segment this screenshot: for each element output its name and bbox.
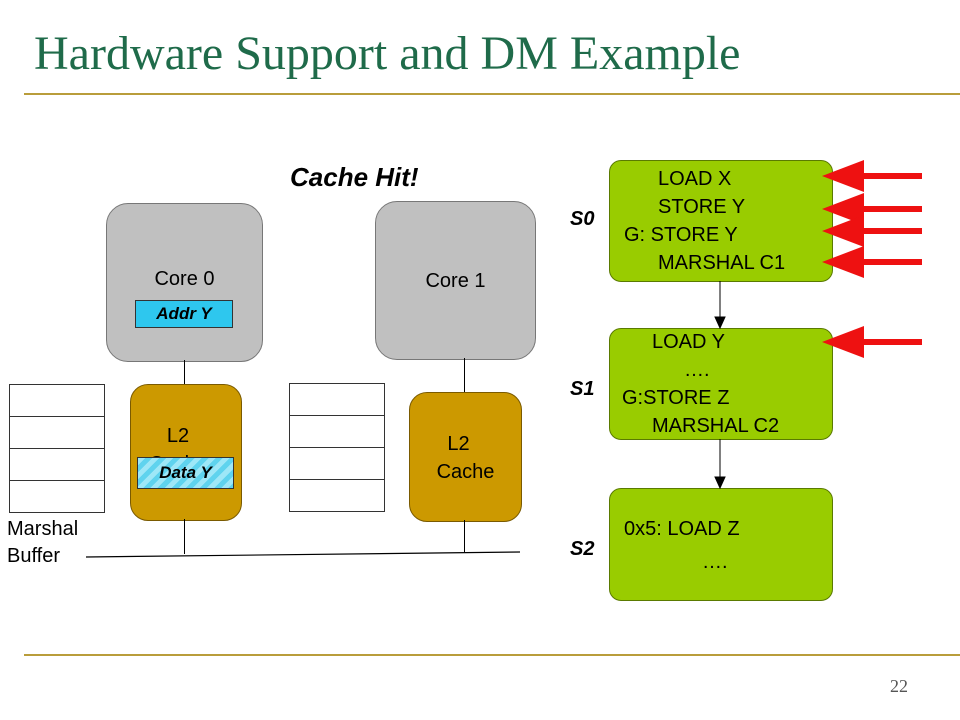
stage-s2-box: 0x5: LOAD Z …. [609, 488, 833, 601]
stage-flow-arrow [714, 439, 726, 490]
stage-s0-line: LOAD X [658, 168, 732, 190]
stage-s0-line: STORE Y [658, 196, 746, 218]
core-0-label: Core 0 [154, 268, 215, 290]
l2-cache-1: L2 Cache [409, 392, 522, 522]
marshal-buffer-1 [289, 383, 385, 512]
marshal-buffer-label-line1: Marshal [7, 518, 79, 540]
slide-title: Hardware Support and DM Example [34, 27, 741, 80]
stage-s0-line: G: STORE Y [624, 224, 738, 246]
stage-flow-arrow [714, 281, 726, 330]
red-pointer-arrow [822, 246, 922, 278]
stage-label-s2: S2 [570, 538, 595, 560]
page-number: 22 [890, 676, 908, 696]
l2-cache-1-label-line1: L2 [447, 433, 470, 455]
stage-s2-line: 0x5: LOAD Z [624, 518, 740, 540]
red-pointer-arrow [822, 326, 922, 358]
stage-s1-line: …. [684, 359, 710, 381]
marshal-buffer-1-slot [289, 479, 385, 512]
data-y-tag: Data Y [137, 457, 234, 489]
footer-divider [24, 654, 960, 656]
stage-s0-box: LOAD X STORE Y G: STORE Y MARSHAL C1 [609, 160, 833, 282]
stage-s1-box: LOAD Y …. G:STORE Z MARSHAL C2 [609, 328, 833, 440]
marshal-buffer-1-slot [289, 383, 385, 416]
core-1: Core 1 [375, 201, 536, 360]
l2-cache-0-label-line1: L2 [166, 425, 190, 447]
stage-s1-line: MARSHAL C2 [652, 415, 780, 437]
addr-y-tag: Addr Y [135, 300, 233, 328]
title-divider [24, 93, 960, 95]
l2-cache-1-bus-connector [464, 520, 465, 552]
l2-cache-0-bus-connector [184, 519, 185, 554]
stage-s0-line: MARSHAL C1 [658, 252, 786, 274]
l2-cache-1-label-line2: Cache [436, 461, 495, 483]
core-1-connector [464, 358, 465, 393]
core-0: Core 0 [106, 203, 263, 362]
stage-label-s1: S1 [570, 378, 595, 400]
marshal-buffer-0-slot [9, 448, 105, 481]
marshal-buffer-1-slot [289, 415, 385, 448]
marshal-buffer-label-line2: Buffer [7, 545, 60, 567]
stage-label-s0: S0 [570, 208, 595, 230]
cache-hit-callout: Cache Hit! [290, 162, 419, 192]
core-1-label: Core 1 [425, 270, 486, 292]
red-pointer-arrow [822, 160, 922, 192]
stage-s1-line: LOAD Y [652, 331, 725, 353]
marshal-buffer-0 [9, 384, 105, 513]
core-0-connector [184, 360, 185, 385]
stage-s1-line: G:STORE Z [622, 387, 730, 409]
marshal-buffer-0-slot [9, 480, 105, 513]
red-pointer-arrow [822, 193, 922, 225]
stage-s2-line: …. [702, 551, 728, 573]
red-pointer-arrow [822, 215, 922, 247]
